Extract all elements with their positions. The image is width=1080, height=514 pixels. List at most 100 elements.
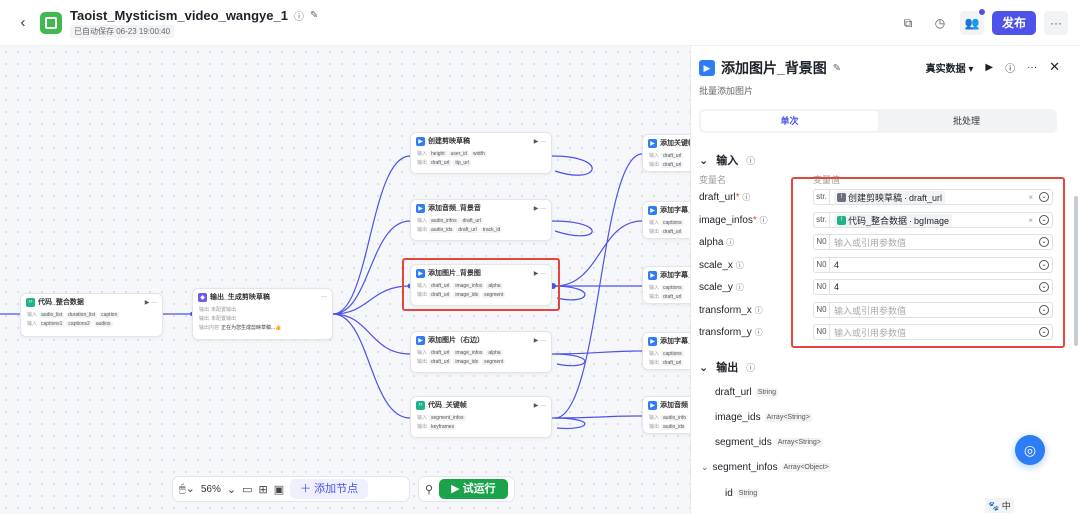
minimap-icon[interactable]: ▣	[273, 483, 285, 496]
run-icon[interactable]: ▶ ···	[533, 138, 546, 145]
run-icon[interactable]: ▶ ···	[533, 270, 546, 277]
run-icon[interactable]: ▶ ···	[533, 205, 546, 212]
type-indicator[interactable]: N0	[814, 303, 830, 317]
chevron-down-icon[interactable]: ⌄	[699, 154, 709, 167]
variable-picker-icon[interactable]: ⌄	[1039, 260, 1049, 270]
param-reference[interactable]: !代码_整合数据 · bgImage	[830, 213, 1028, 227]
clear-icon[interactable]: ×	[1028, 215, 1033, 225]
param-name: draft_url* ⓘ	[699, 191, 751, 203]
info-icon[interactable]: ⓘ	[759, 215, 768, 225]
run-icon[interactable]: ▶ ···	[144, 299, 157, 306]
info-icon[interactable]: ⓘ	[746, 155, 756, 166]
publish-button[interactable]: 发布	[991, 11, 1036, 35]
info-icon[interactable]: ⓘ	[746, 362, 756, 373]
data-mode-select[interactable]: 真实数据 ▾	[925, 63, 974, 75]
info-icon[interactable]: ⓘ	[735, 260, 744, 270]
param-value-field[interactable]: N0 4 ⌄	[813, 279, 1053, 295]
help-icon[interactable]: ⓘ	[1005, 63, 1016, 75]
info-icon[interactable]: ⓘ	[735, 282, 744, 292]
chevron-down-icon[interactable]: ⌄	[699, 361, 709, 374]
edit-icon[interactable]: ✎	[832, 62, 842, 74]
assistant-fab-icon[interactable]: ◎	[1015, 435, 1045, 465]
type-indicator[interactable]: N0	[814, 258, 830, 272]
variable-picker-icon[interactable]: ⌄	[1039, 327, 1049, 337]
zoom-select[interactable]: 56%	[200, 483, 221, 495]
info-icon[interactable]: ⓘ	[754, 305, 763, 315]
mouse-mode-icon[interactable]: 🖱︎⌄	[179, 483, 195, 495]
info-icon[interactable]: ⓘ	[742, 192, 751, 202]
more-icon[interactable]: ···	[321, 294, 327, 300]
param-value-field[interactable]: str.!代码_整合数据 · bgImage× ⌄	[813, 212, 1053, 228]
run-icon[interactable]: ▶ ···	[533, 337, 546, 344]
info-icon[interactable]: ⓘ	[726, 237, 735, 247]
tab-batch[interactable]: 批处理	[952, 116, 980, 126]
param-value-field[interactable]: N0 输入或引用参数值 ⌄	[813, 324, 1053, 340]
node-title: 添加字幕_开	[660, 207, 696, 214]
param-chip: draft_url	[661, 152, 684, 159]
run-icon[interactable]: ▶ ···	[533, 402, 546, 409]
param-reference[interactable]: !创建剪映草稿 · draft_url	[830, 190, 1028, 204]
back-icon[interactable]: ‹	[20, 14, 26, 31]
variable-picker-icon[interactable]: ⌄	[1039, 215, 1049, 225]
param-placeholder[interactable]: 输入或引用参数值	[834, 305, 907, 316]
more-icon[interactable]: ···	[1027, 61, 1038, 73]
type-indicator[interactable]: N0	[814, 235, 830, 249]
layout-icon[interactable]: ⊞	[258, 483, 268, 496]
zoom-dropdown-icon[interactable]: ⌄	[226, 483, 237, 496]
info-icon[interactable]: ⓘ	[754, 327, 763, 337]
debug-icon[interactable]: ⚲	[425, 483, 434, 496]
close-icon[interactable]: ✕	[1049, 59, 1060, 74]
clear-icon[interactable]: ×	[1028, 192, 1033, 202]
param-placeholder[interactable]: 输入或引用参数值	[834, 237, 907, 248]
type-indicator[interactable]: str.	[814, 213, 830, 227]
param-chip: segment_infos	[429, 414, 466, 421]
add-node-button[interactable]: ＋ 添加节点	[290, 479, 369, 499]
connection-lines	[0, 153, 643, 430]
input-section-header[interactable]: ⌄ 输入 ⓘ	[699, 152, 755, 168]
mode-tabs: 单次 批处理	[699, 109, 1057, 133]
variable-picker-icon[interactable]: ⌄	[1039, 237, 1049, 247]
more-icon[interactable]: ···	[1044, 11, 1068, 35]
panel-scrollbar[interactable]	[1074, 196, 1078, 346]
history-icon[interactable]: ◷	[934, 16, 946, 30]
info-icon[interactable]: ⓘ	[293, 11, 304, 23]
comment-icon[interactable]: ▭	[242, 483, 253, 496]
param-row-alpha: alpha ⓘ N0 输入或引用参数值 ⌄	[699, 234, 1059, 250]
param-value-field[interactable]: N0 输入或引用参数值 ⌄	[813, 234, 1053, 250]
param-value[interactable]: 4	[834, 260, 840, 270]
type-indicator[interactable]: str.	[814, 190, 830, 204]
param-value-field[interactable]: N0 4 ⌄	[813, 257, 1053, 273]
collaborators-icon[interactable]: 👥	[959, 8, 986, 35]
param-placeholder[interactable]: 输入或引用参数值	[834, 327, 907, 338]
run-icon[interactable]: ▶	[985, 61, 994, 73]
chevron-down-icon[interactable]: ⌄	[701, 462, 709, 472]
tab-single[interactable]: 单次	[701, 111, 878, 131]
notification-dot	[977, 8, 986, 16]
type-indicator[interactable]: N0	[814, 280, 830, 294]
copy-icon[interactable]: ⧉	[903, 15, 913, 30]
param-chip: audios	[93, 320, 113, 327]
edit-icon[interactable]: ✎	[309, 9, 319, 21]
node-title: 添加音频_背景音	[428, 205, 481, 212]
param-value[interactable]: 4	[834, 282, 840, 292]
test-run-label: 试运行	[462, 483, 496, 495]
param-value-field[interactable]: str.!创建剪映草稿 · draft_url× ⌄	[813, 189, 1053, 205]
test-run-button[interactable]: ▶ 试运行	[439, 479, 508, 499]
variable-picker-icon[interactable]: ⌄	[1039, 192, 1049, 202]
node-code-keyframe[interactable]: ‹›代码_关键帧▶ ··· 输入 segment_infos 输出 keyfra…	[410, 396, 552, 438]
node-output-draft[interactable]: ◆输出_生成剪映草稿··· 输出未配置输出 输出未配置输出 输出内容正在为您生成…	[192, 288, 333, 340]
output-section-header[interactable]: ⌄ 输出 ⓘ	[699, 359, 755, 375]
param-name: alpha ⓘ	[699, 236, 735, 248]
param-value-field[interactable]: N0 输入或引用参数值 ⌄	[813, 302, 1053, 318]
variable-picker-icon[interactable]: ⌄	[1039, 282, 1049, 292]
variable-picker-icon[interactable]: ⌄	[1039, 305, 1049, 315]
type-indicator[interactable]: N0	[814, 325, 830, 339]
param-chip: draft_url	[460, 217, 483, 224]
